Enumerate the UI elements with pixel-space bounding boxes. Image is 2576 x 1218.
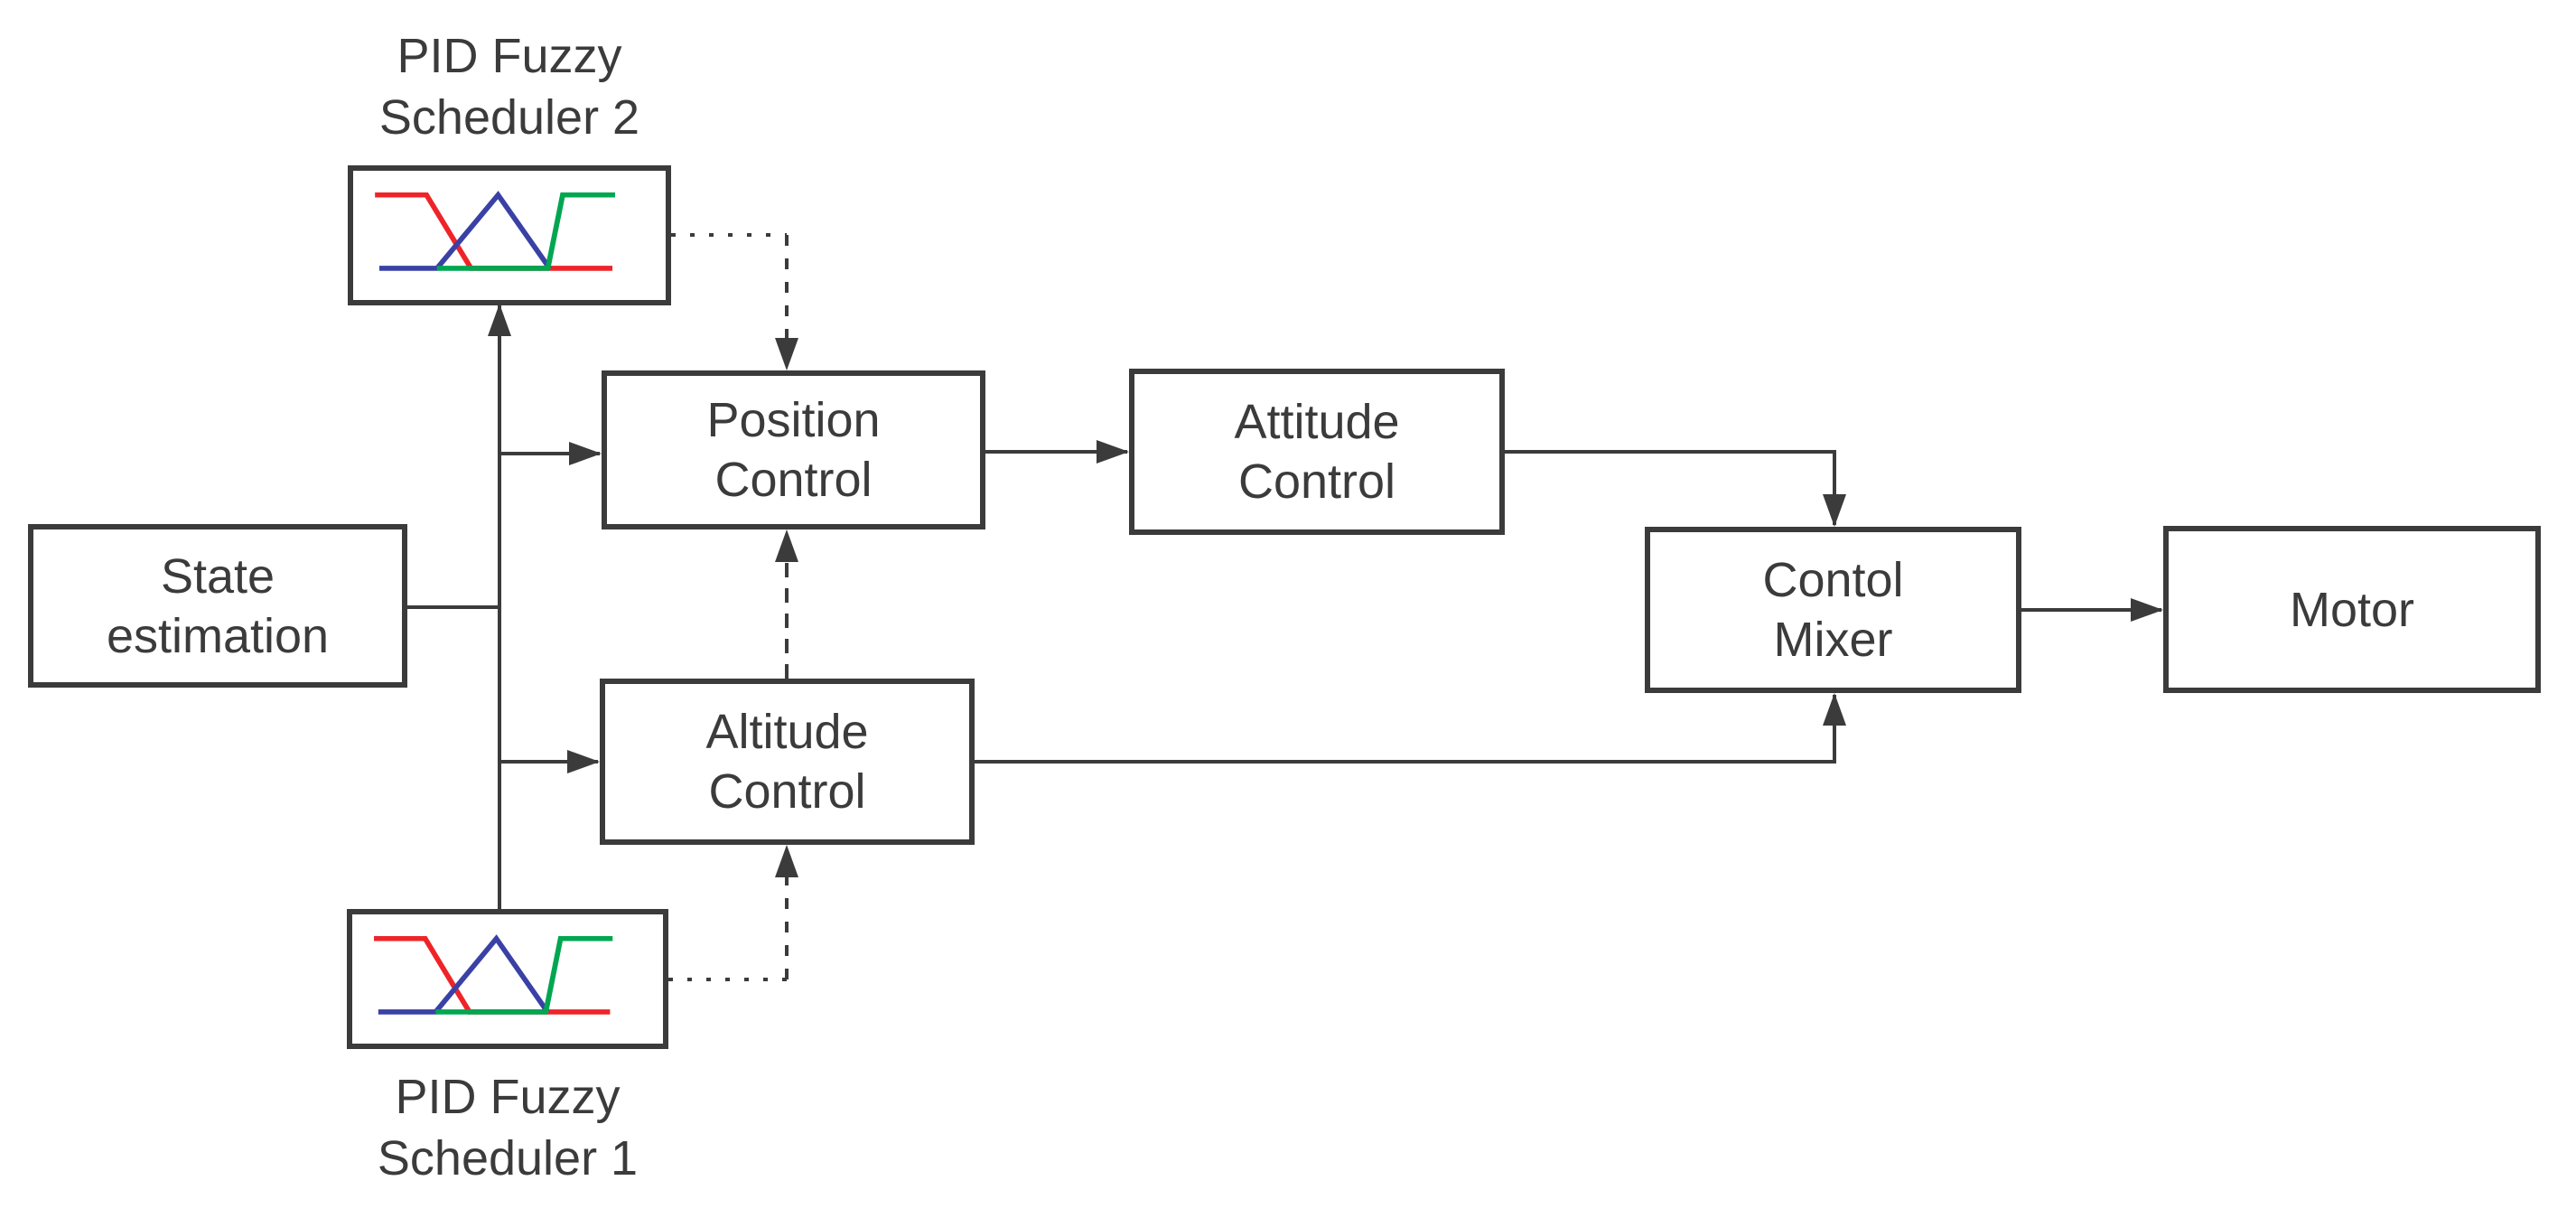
node-motor: Motor <box>2163 526 2541 693</box>
fuzzy-membership-plot-1 <box>374 934 613 1015</box>
scheduler1-box <box>347 909 668 1049</box>
scheduler1-label-line1: PID Fuzzy <box>395 1070 621 1124</box>
fuzzy-membership-plot-2 <box>375 191 615 271</box>
blue-membership-curve <box>378 191 552 271</box>
green-membership-curve <box>435 935 613 1015</box>
node-state-estimation: State estimation <box>28 524 407 688</box>
scheduler2-box <box>348 165 671 305</box>
blue-membership-curve <box>378 934 550 1015</box>
position-control-line2: Control <box>714 453 873 507</box>
attitude-control-line2: Control <box>1237 454 1396 509</box>
red-membership-curve <box>375 192 613 271</box>
altitude-control-line1: Altitude <box>705 705 869 759</box>
edge-altitude-to-mixer <box>975 693 1846 764</box>
node-attitude-control: Attitude Control <box>1129 369 1505 535</box>
position-control-line1: Position <box>706 393 881 447</box>
green-membership-curve <box>436 192 615 271</box>
attitude-control-line1: Attitude <box>1234 395 1400 449</box>
scheduler2-label-line1: PID Fuzzy <box>397 29 622 83</box>
scheduler1-label-line2: Scheduler 1 <box>377 1131 639 1185</box>
red-membership-curve <box>374 935 611 1015</box>
state-estimation-line2: estimation <box>106 608 330 663</box>
scheduler2-label-line2: Scheduler 2 <box>378 90 640 145</box>
edge-attitude-to-mixer <box>1505 450 1846 527</box>
state-estimation-line1: State <box>160 548 275 604</box>
control-mixer-line2: Mixer <box>1773 613 1893 667</box>
node-position-control: Position Control <box>602 370 985 529</box>
altitude-control-line2: Control <box>708 764 866 819</box>
motor-label: Motor <box>2289 582 2415 637</box>
node-altitude-control: Altitude Control <box>600 679 975 845</box>
control-mixer-line1: Contol <box>1762 553 1904 607</box>
scheduler2-label: PID Fuzzy Scheduler 2 <box>329 25 690 148</box>
scheduler1-label: PID Fuzzy Scheduler 1 <box>327 1066 688 1189</box>
node-control-mixer: Contol Mixer <box>1645 527 2021 693</box>
